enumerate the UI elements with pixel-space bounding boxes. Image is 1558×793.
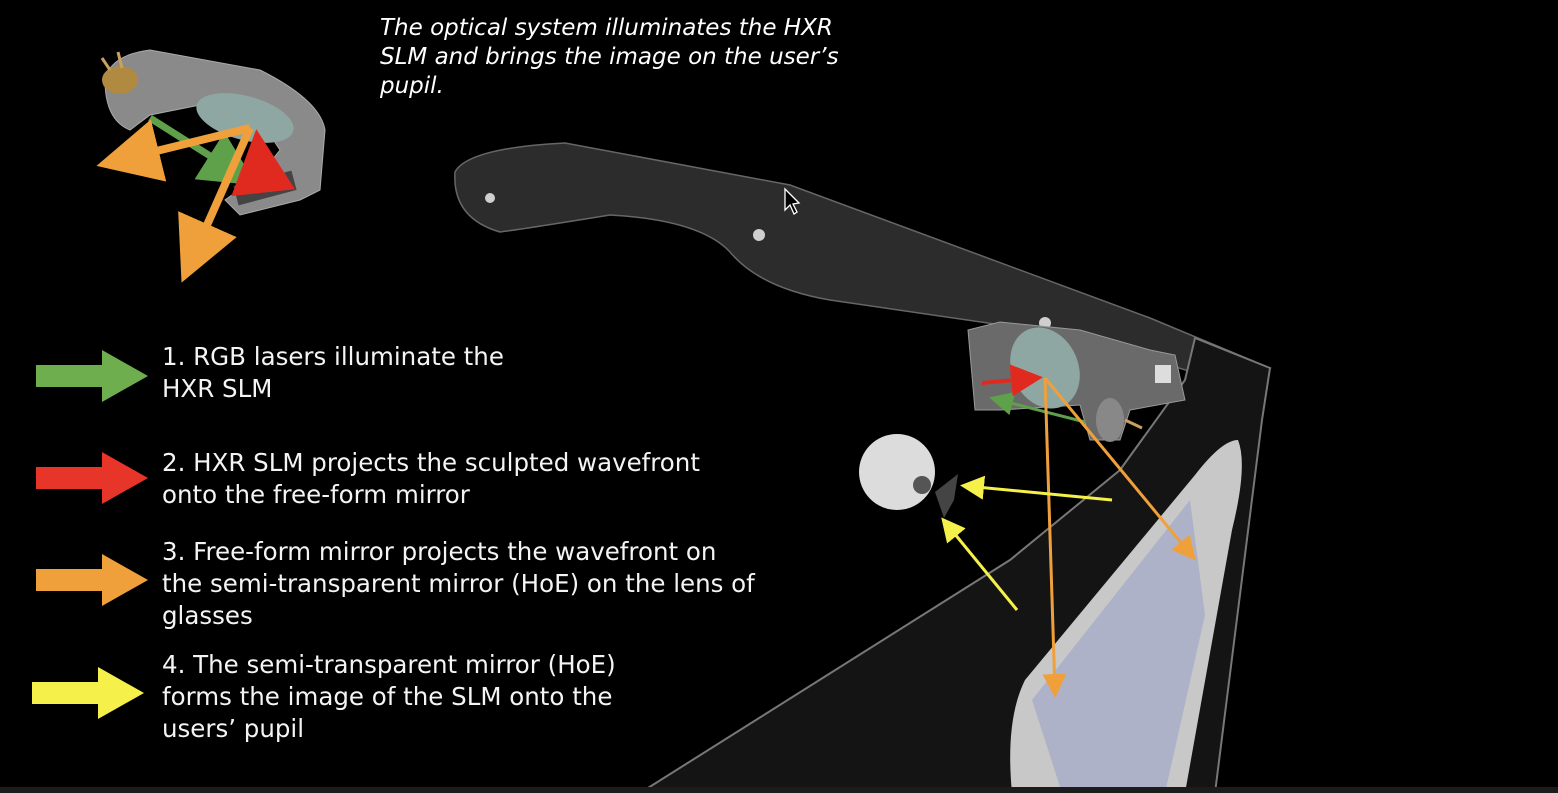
orange-arrow-icon [36,554,148,606]
caption: The optical system illuminates the HXR S… [380,15,839,99]
step-text: 2. HXR SLM projects the sculpted wavefro… [162,448,700,509]
mouse-cursor-icon [784,187,801,215]
ray-green [989,391,1086,424]
ray-yellow [960,475,1113,502]
optical-module-closeup [96,49,326,283]
red-arrow-icon [36,452,148,504]
yellow-arrow-icon [32,667,144,719]
ray-yellow [941,517,1019,611]
ray-orange [1043,377,1196,561]
ray-orange [1042,377,1067,698]
pupil [913,476,931,494]
player-control-bar[interactable] [0,787,1558,793]
step-text: 3. Free-form mirror projects the wavefro… [162,537,755,630]
step-text: 4. The semi-transparent mirror (HoE) for… [162,650,616,743]
step-text: 1. RGB lasers illuminate the HXR SLM [162,342,504,403]
green-arrow-icon [36,350,148,402]
step-3: 3. Free-form mirror projects the wavefro… [0,537,900,652]
step-1: 1. RGB lasers illuminate the HXR SLM [0,342,900,445]
hoe-mirror [1032,500,1205,793]
glasses-temple [454,142,1272,386]
ray-red [981,364,1043,397]
step-2: 2. HXR SLM projects the sculpted wavefro… [0,448,900,550]
step-4: 4. The semi-transparent mirror (HoE) for… [0,650,900,765]
